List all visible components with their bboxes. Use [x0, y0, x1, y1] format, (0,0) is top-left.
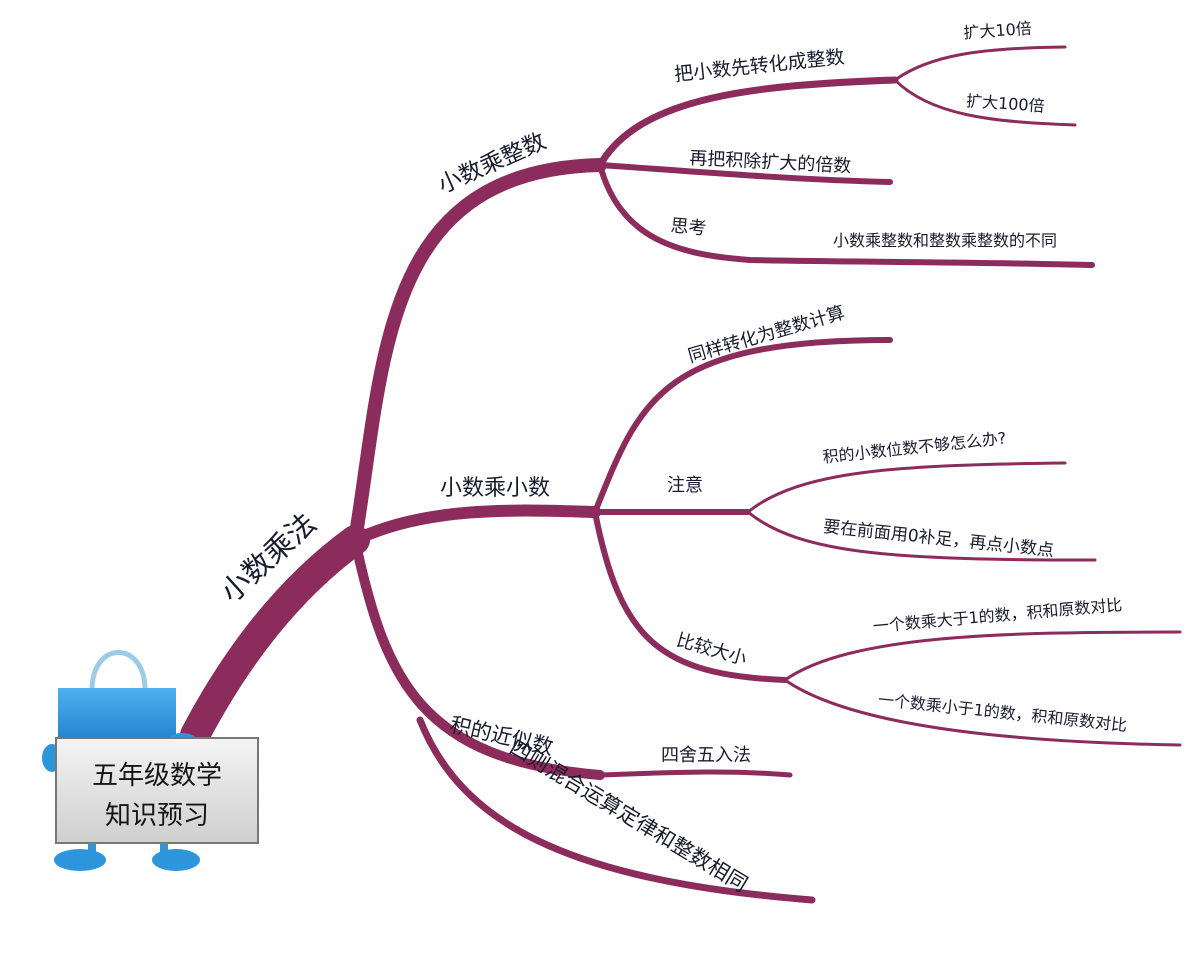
branch-line-mixed-operations: [416, 716, 816, 904]
label-digits-insufficient: 积的小数位数不够怎么办?: [822, 428, 1007, 466]
branch-lines: [180, 45, 1182, 904]
bag-right-foot: [152, 849, 200, 871]
line-digits-insufficient: [746, 461, 1067, 514]
label-pad-zero: 要在前面用0补足，再点小数点: [822, 517, 1055, 561]
board-title-line2: 知识预习: [105, 801, 209, 831]
line-pad-zero: [746, 510, 1097, 562]
label-convert-to-integer: 把小数先转化成整数: [673, 46, 845, 86]
label-greater-than-one: 一个数乘大于1的数，积和原数对比: [872, 595, 1123, 636]
label-think: 思考: [670, 215, 708, 239]
label-same-conversion: 同样转化为整数计算: [686, 302, 848, 367]
labels: 小数乘法 小数乘整数 把小数先转化成整数 扩大10倍 扩大100倍 再把积除扩大…: [214, 19, 1128, 897]
label-less-than-one: 一个数乘小于1的数，积和原数对比: [877, 690, 1128, 735]
branch-line-multiply-integer: [348, 158, 607, 547]
line-enlarge-100: [893, 78, 1077, 127]
label-rounding: 四舍五入法: [661, 745, 751, 766]
trunk-branch: [180, 525, 370, 750]
bag-right-leg: [160, 843, 168, 857]
line-think: [597, 162, 1095, 268]
label-think-detail: 小数乘整数和整数乘整数的不同: [833, 231, 1057, 250]
bag-left-foot: [54, 849, 106, 871]
line-rounding: [597, 769, 793, 778]
label-attention: 注意: [667, 475, 703, 496]
bag-left-leg: [88, 843, 96, 857]
sign-board: [55, 737, 259, 844]
bag-character-illustration: 五年级数学 知识预习: [42, 650, 259, 871]
line-same-conversion: [592, 337, 893, 515]
line-convert-to-integer: [596, 76, 899, 169]
branch-line-approximation: [350, 535, 605, 780]
topic-multiply-decimal: 小数乘小数: [440, 476, 550, 501]
label-enlarge-10: 扩大10倍: [963, 19, 1033, 43]
line-divide-product: [597, 162, 893, 185]
board-title-line1: 五年级数学: [92, 761, 222, 791]
bag-handle: [89, 650, 148, 691]
line-compare-size: [592, 509, 788, 683]
label-enlarge-100: 扩大100倍: [966, 91, 1046, 115]
branch-line-multiply-decimal: [349, 504, 601, 546]
line-greater-than-one: [783, 630, 1182, 682]
line-less-than-one: [783, 678, 1182, 747]
line-enlarge-10: [893, 45, 1067, 82]
